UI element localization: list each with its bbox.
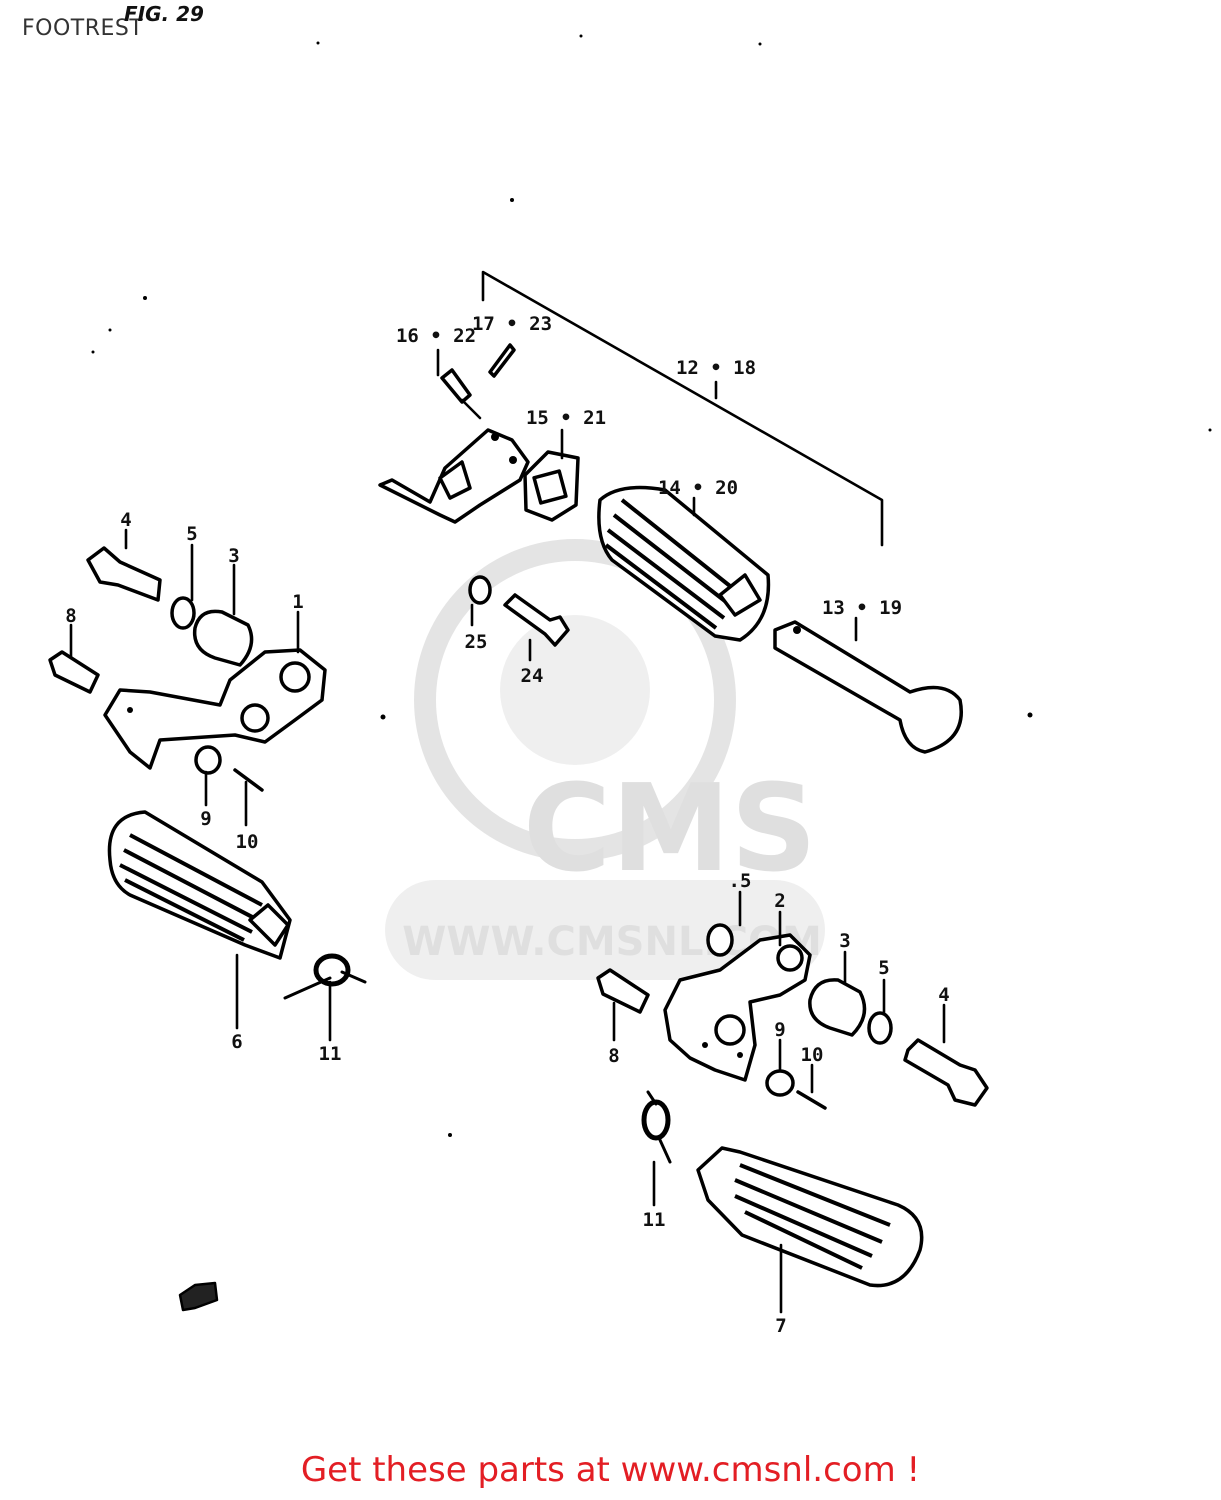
callout-8-right: 8	[608, 1045, 619, 1067]
part-pin-17-23	[488, 343, 516, 378]
bracket-group-line	[481, 270, 884, 547]
part-pin-8-right	[596, 968, 650, 1014]
callout-5-right-a: .5	[729, 870, 752, 892]
part-washer-9-left	[194, 745, 222, 775]
part-bolt-16-22	[440, 368, 482, 420]
part-rubber-6	[107, 810, 292, 960]
part-bracket-1	[103, 648, 327, 770]
callout-labels: 12 • 18 16 • 22 17 • 23 15 • 21 14 • 20 …	[65, 313, 949, 1337]
part-washer-9-right	[765, 1069, 795, 1097]
cta-link[interactable]: Get these parts at www.cmsnl.com !	[300, 1450, 921, 1490]
part-washer-25	[468, 575, 492, 605]
part-cotter-10-right	[796, 1090, 827, 1110]
callout-11-left: 11	[319, 1043, 342, 1065]
part-bolt-4-right	[903, 1038, 989, 1107]
callout-15-21: 15 • 21	[526, 407, 606, 429]
page-title: FOOTREST	[22, 16, 144, 41]
callout-6: 6	[231, 1031, 242, 1053]
callout-12-18: 12 • 18	[676, 357, 756, 379]
cta-banner: Get these parts at www.cmsnl.com !	[0, 1450, 1221, 1490]
callout-3-left: 3	[228, 545, 239, 567]
part-bracket-12-18	[378, 428, 530, 524]
callout-10-right: 10	[801, 1044, 824, 1066]
part-bracket-2	[663, 933, 812, 1082]
callout-7: 7	[775, 1315, 786, 1337]
scan-specks	[91, 34, 1212, 1137]
callout-24: 24	[521, 665, 544, 687]
part-rubber-14-20	[597, 485, 771, 642]
callout-3-right: 3	[839, 930, 850, 952]
part-bushing-3-right	[808, 978, 867, 1037]
part-bolt-24	[503, 593, 570, 647]
part-spring-11-right	[641, 1090, 672, 1164]
part-bolt-4-left	[86, 546, 162, 602]
part-cotter-10-left	[233, 768, 264, 792]
callout-25: 25	[465, 631, 488, 653]
part-washer-5-left	[170, 596, 196, 630]
callout-14-20: 14 • 20	[658, 477, 738, 499]
callout-13-19: 13 • 19	[822, 597, 902, 619]
callout-5-left: 5	[186, 523, 197, 545]
leader-lines	[69, 348, 946, 1314]
callout-17-23: 17 • 23	[472, 313, 552, 335]
part-pivot-pin-13-19	[773, 620, 963, 754]
callout-10-left: 10	[236, 831, 259, 853]
watermark-mascot-face	[500, 615, 650, 765]
callout-8-left: 8	[65, 605, 76, 627]
direction-arrow-mark	[178, 1281, 219, 1312]
part-spring-11-left	[283, 953, 367, 1000]
callout-16-22: 16 • 22	[396, 325, 476, 347]
part-rubber-7	[696, 1146, 924, 1288]
callout-2: 2	[774, 890, 785, 912]
callout-4-left: 4	[120, 509, 131, 531]
callout-1: 1	[292, 591, 303, 613]
part-plate-15-21	[523, 450, 580, 522]
part-washer-5-right-b	[867, 1011, 893, 1045]
callout-9-right: 9	[774, 1019, 785, 1041]
part-washer-5-right-a	[706, 923, 734, 957]
callout-9-left: 9	[200, 808, 211, 830]
watermark-brand: CMS	[523, 760, 817, 899]
watermark-mascot-outline	[414, 539, 736, 861]
callout-5-right-b: 5	[878, 957, 889, 979]
part-pin-8-left	[48, 650, 100, 694]
callout-11-right: 11	[643, 1209, 666, 1231]
callout-4-right: 4	[938, 984, 949, 1006]
figure-label: FIG. 29	[124, 2, 204, 26]
part-bushing-3-left	[192, 609, 254, 667]
